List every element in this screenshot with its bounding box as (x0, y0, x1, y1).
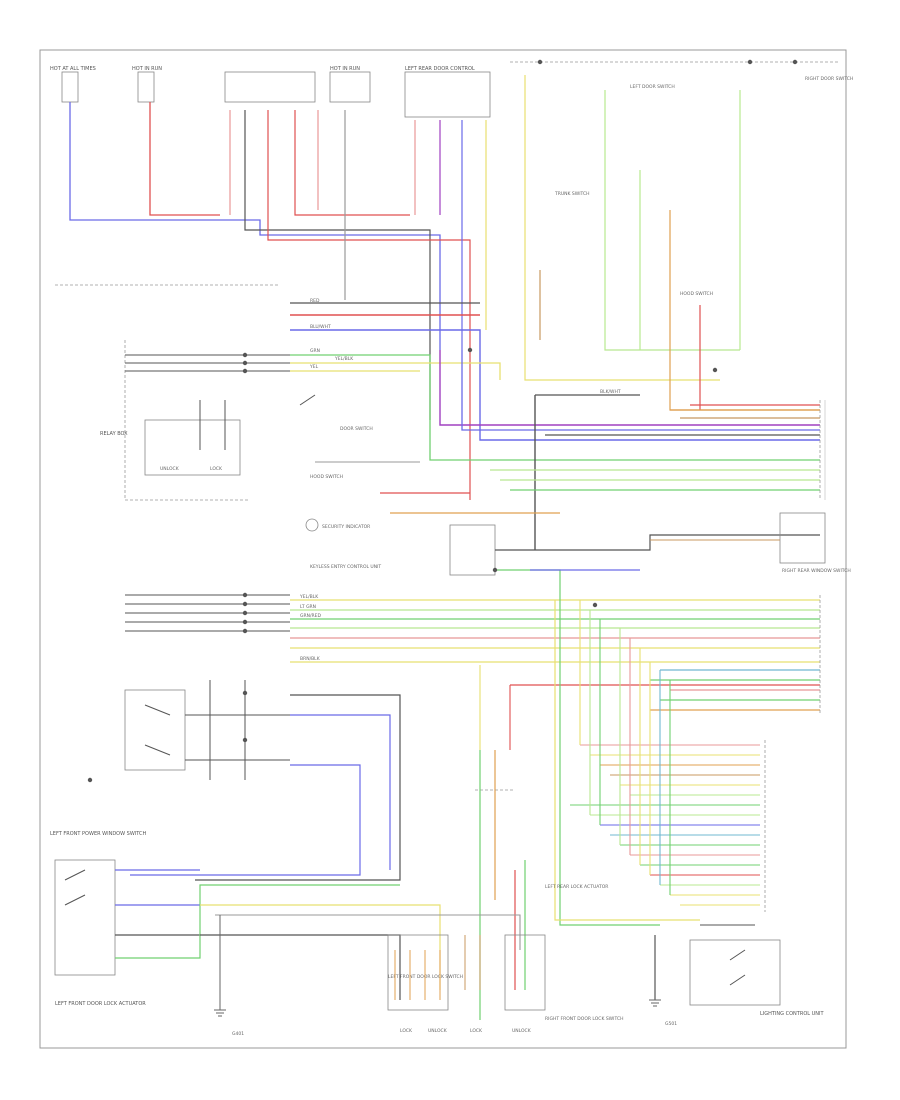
wire-green-mid (495, 569, 561, 575)
right-door-lock-switch (779, 512, 826, 564)
wire-ltgreen-a (604, 90, 740, 351)
fuse-box-1 (61, 71, 79, 103)
label-rf-lock-switch: RIGHT FRONT DOOR LOCK SWITCH (545, 1016, 623, 1022)
security-indicator-icon (305, 518, 319, 532)
bus-yellow-1 (290, 362, 501, 380)
label-lf-window-switch: LEFT FRONT POWER WINDOW SWITCH (50, 831, 146, 837)
label-door-switch: DOOR SWITCH (340, 426, 373, 432)
bus-blue-2 (461, 350, 820, 431)
label-hot-at-all-times: HOT AT ALL TIMES (50, 66, 96, 72)
door-control-module (404, 71, 491, 118)
wire-label-brn-blk: BRN/BLK (300, 656, 321, 662)
bus-blue-1 (290, 329, 820, 441)
wire-label-blu-wht: BLU/WHT (310, 324, 331, 330)
wire-green-long (559, 575, 660, 926)
label-lock-bottom: LOCK (400, 1028, 413, 1034)
lf-wire-black (195, 694, 401, 881)
relay-box (144, 419, 241, 476)
ground-icon-left (214, 1009, 226, 1017)
junction-dots (87, 59, 798, 783)
label-hot-in-run: HOT IN RUN (132, 66, 162, 72)
bus-purple-1 (439, 350, 820, 426)
lf-wire-blue-2 (130, 764, 361, 876)
relay-box-section: RELAY BOX UNLOCK LOCK (55, 284, 280, 501)
label-relay-box: RELAY BOX (100, 431, 128, 437)
label-left-rear-door-control: LEFT REAR DOOR CONTROL (405, 66, 475, 72)
label-ground-g501: G501 (665, 1021, 677, 1027)
label-lock-relay: LOCK (210, 466, 223, 472)
label-hood-switch-top: HOOD SWITCH (680, 291, 713, 297)
label-security-indicator: SECURITY INDICATOR (322, 524, 370, 530)
bus-green-1 (290, 354, 820, 461)
fuse-box-4 (329, 71, 371, 103)
bottom-center-switches: LEFT FRONT DOOR LOCK SWITCH RIGHT FRONT … (387, 934, 623, 1034)
right-lower-connector: LEFT REAR LOCK ACTUATOR (545, 575, 766, 926)
left-front-window-switch: LEFT FRONT POWER WINDOW SWITCH (50, 680, 401, 881)
label-left-door-sw: LEFT DOOR SWITCH (630, 84, 675, 90)
label-trunk-switch: TRUNK SWITCH (554, 191, 590, 197)
top-left-power-section: HOT AT ALL TIMES HOT IN RUN HOT IN RUN L… (50, 66, 491, 118)
trunk-switch-box (449, 524, 496, 576)
right-connector-top (819, 400, 826, 500)
lf-door-lock-actuator (54, 859, 116, 976)
wire-yellow-c (524, 270, 720, 381)
ground-icon-right (649, 999, 661, 1007)
label-lf-lock-switch: LEFT FRONT DOOR LOCK SWITCH (388, 974, 463, 980)
fuse-box-3 (224, 71, 316, 103)
label-hood-switch: HOOD SWITCH (310, 474, 343, 480)
fuse-box-2 (137, 71, 155, 103)
diagram-frame (39, 49, 847, 1049)
label-lighting-control: LIGHTING CONTROL UNIT (760, 1011, 825, 1017)
label-unlock-relay: UNLOCK (160, 466, 180, 472)
upper-bus: RED BLU/WHT GRN YEL/BLK YEL BLK/WHT (125, 298, 820, 550)
wire-red-a (267, 110, 471, 500)
label-right-door-sw: RIGHT DOOR SWITCH (805, 76, 853, 82)
label-lf-door-lock-actuator: LEFT FRONT DOOR LOCK ACTUATOR (55, 1001, 146, 1007)
bottom-left-section: LEFT FRONT DOOR LOCK ACTUATOR G401 (54, 859, 521, 1037)
label-hot-in-run-center: HOT IN RUN (330, 66, 360, 72)
label-left-rear-lock: LEFT REAR LOCK ACTUATOR (545, 884, 608, 890)
top-right-switches: LEFT DOOR SWITCH RIGHT DOOR SWITCH TRUNK… (510, 61, 853, 411)
wire-label-yel-blk: YEL/BLK (334, 356, 354, 362)
center-lower-module (475, 665, 526, 1020)
middle-left-section: DOOR SWITCH HOOD SWITCH SECURITY INDICAT… (299, 394, 851, 576)
rf-door-lock-switch (504, 934, 546, 1011)
label-lock-bottom-2: LOCK (470, 1028, 483, 1034)
wire-label-red: RED (310, 298, 320, 304)
wire-yellow-long (554, 600, 700, 921)
wire-label-blk-wht: BLK/WHT (600, 389, 621, 395)
label-unlock-bottom-2: UNLOCK (512, 1028, 532, 1034)
wire-label-grn: GRN (310, 348, 320, 354)
wire-label-grn-red: GRN/RED (300, 613, 321, 619)
wire-blue-top (69, 102, 441, 350)
lf-wire-blue-1 (290, 714, 391, 870)
wire-black-a (244, 110, 431, 420)
wire-black-mid (495, 534, 820, 551)
wire-label-ltg: LT GRN (300, 604, 316, 610)
label-unlock-bottom: UNLOCK (428, 1028, 448, 1034)
wire-label-yel-blk-2: YEL/BLK (299, 594, 319, 600)
wire-label-yel: YEL (309, 364, 319, 370)
window-switch-box (124, 689, 186, 771)
lighting-control-unit (689, 939, 781, 1006)
wire-red-top (149, 102, 220, 216)
label-right-lock-switch: RIGHT REAR WINDOW SWITCH (782, 568, 851, 574)
bottom-right-section: G501 LIGHTING CONTROL UNIT (649, 924, 825, 1027)
lf-door-lock-switch (387, 934, 449, 1011)
label-ground-g401: G401 (232, 1031, 244, 1037)
label-keyless-unit: KEYLESS ENTRY CONTROL UNIT (310, 564, 381, 570)
wire-red-b (294, 110, 410, 216)
top-vertical-wires (69, 102, 487, 500)
middle-bus: YEL/BLK LT GRN GRN/RED BRN/BLK (125, 594, 821, 715)
